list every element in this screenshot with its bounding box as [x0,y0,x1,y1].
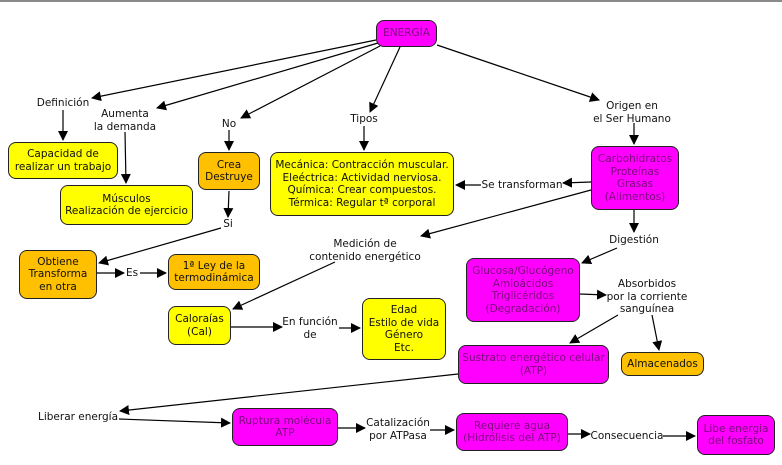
line-crea-si [223,190,234,218]
link-en-funcion: En función de [282,316,338,341]
concept-energia[interactable]: ENERGÍA [376,20,437,47]
concept-requiere-agua[interactable]: Requiere agua (Hidrólisis del ATP) [456,413,568,451]
concept-sustrato[interactable]: Sustrato energético celular (ATP) [458,345,609,384]
concept-tipos-energia[interactable]: Mecánica: Contracción muscular. Eleéctri… [270,152,454,216]
link-si: Si [223,218,233,230]
concept-almacenados[interactable]: Almacenados [621,352,704,376]
link-no: No [221,118,237,130]
concept-glucosa[interactable]: Glucosa/Glucógeno Amioácidos Triglicérid… [466,258,580,322]
line-alimentos-setransforman [562,177,592,188]
link-digestion: Digestión [609,234,659,246]
link-aumenta: Aumenta la demanda [93,108,157,133]
link-catalizacion: Catalización por ATPasa [366,417,430,442]
concept-musculos[interactable]: Músculos Realización de ejercicio [60,185,193,225]
link-liberar: Liberar energía [37,411,119,423]
line-energia-aumenta [156,42,379,111]
concept-obtiene[interactable]: Obtiene Transforma en otra [19,250,97,299]
concept-capacidad[interactable]: Capacidad de realizar un trabajo [8,142,118,179]
line-alimentos-medicion [420,189,592,239]
line-energia-tipos [369,46,401,113]
concept-libe-energia[interactable]: Libe energia del fosfato [697,415,775,455]
top-border [0,0,782,2]
line-glucosa-absorbidos [579,289,607,300]
line-energia-definicion [91,39,377,102]
line-sustrato-liberar [119,373,459,415]
line-liberar-ruptura [118,417,231,428]
concept-crea-destruye[interactable]: Crea Destruye [198,152,260,190]
line-absorbidos-sustrato [569,314,619,344]
line-aumenta-musculos [120,131,131,184]
link-consecuencia: Consecuencia [590,430,664,442]
concept-edad[interactable]: Edad Estilo de vida Género Etc. [362,298,446,360]
line-energia-origen [436,44,600,102]
concept-alimentos[interactable]: Carbohidratos Proteínas Grasas (Alimento… [591,146,679,210]
link-definicion: Definición [36,97,90,109]
link-es: Es [125,267,139,279]
link-absorbidos: Absorbidos por la corriente sanguínea [606,278,688,315]
line-medicion-calorias [232,261,336,310]
concept-primera-ley[interactable]: 1ª Ley de la termodinámica [168,254,260,290]
link-tipos: Tipos [350,113,378,125]
link-medicion: Medición de contenido energético [309,238,421,263]
line-energia-no [240,45,381,119]
line-si-obtiene [98,227,222,266]
concept-ruptura[interactable]: Ruptura molécula ATP [232,408,338,446]
line-digestion-glucosa [581,247,618,265]
link-origen: Origen en el Ser Humano [593,100,671,125]
line-absorbidos-almacenados [651,314,663,351]
link-se-transforman: Se transforman [481,179,563,191]
concept-calorias[interactable]: Caloraías (Cal) [168,306,231,345]
